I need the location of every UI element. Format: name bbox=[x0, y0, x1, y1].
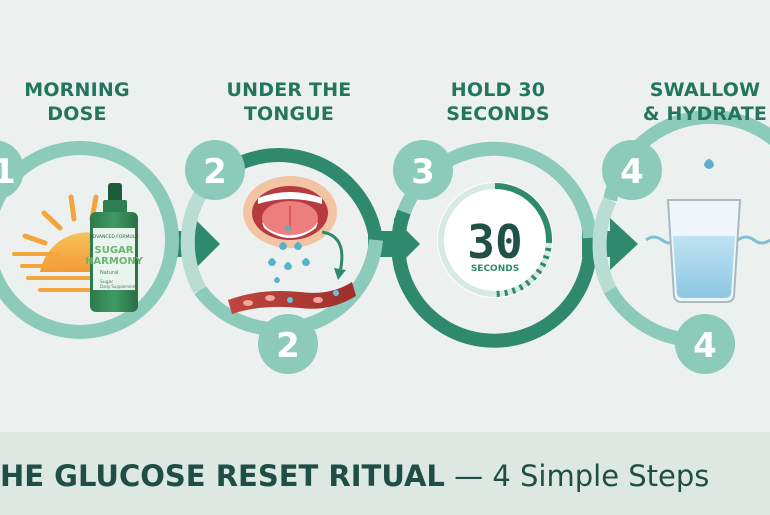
step-1-ring bbox=[0, 141, 179, 339]
bottle-small-2: Daily Supplement bbox=[100, 284, 136, 289]
footer-title-rest: — 4 Simple Steps bbox=[444, 459, 710, 493]
step-4-number: 4 bbox=[620, 152, 644, 192]
bottle-sub: Natural bbox=[100, 270, 118, 276]
step-3-number: 3 bbox=[411, 152, 435, 192]
blood-vessel-icon bbox=[228, 282, 356, 314]
footer-band bbox=[0, 432, 770, 515]
step-1-number: 1 bbox=[0, 152, 16, 192]
step-2-badge: 2 bbox=[185, 140, 245, 200]
step-4-title: SWALLOW & HYDRATE bbox=[620, 78, 770, 126]
steps-illustration: ADVANCED FORMULA SUGAR HARMONY Natural S… bbox=[0, 109, 770, 374]
bottle-name-1: SUGAR bbox=[95, 245, 134, 256]
step-4-secondary-badge: 4 bbox=[675, 314, 735, 374]
footer-title: HE GLUCOSE RESET RITUAL — 4 Simple Steps bbox=[0, 458, 770, 494]
step-3-title-line2: SECONDS bbox=[446, 103, 550, 125]
step-2-secondary-number: 2 bbox=[276, 326, 300, 366]
step-3-title-line1: HOLD 30 bbox=[450, 79, 546, 101]
step-1-badge: 1 bbox=[0, 140, 24, 200]
step-3-title: HOLD 30 SECONDS bbox=[413, 78, 583, 126]
dropper-bottle: ADVANCED FORMULA SUGAR HARMONY Natural S… bbox=[85, 183, 144, 312]
timer-value: 30 bbox=[467, 215, 522, 269]
step-2-number: 2 bbox=[203, 152, 227, 192]
step-2-title-line1: UNDER THE bbox=[226, 79, 352, 101]
step-4-title-line2: & HYDRATE bbox=[642, 103, 768, 125]
step-1-title: MORNING DOSE bbox=[0, 78, 162, 126]
bottle-name-2: HARMONY bbox=[85, 256, 144, 267]
step-4-secondary-number: 4 bbox=[693, 326, 717, 366]
step-3-badge: 3 bbox=[393, 140, 453, 200]
step-4-badge: 4 bbox=[602, 140, 662, 200]
bottle-small-1: Sugar bbox=[100, 279, 113, 285]
step-2-title: UNDER THE TONGUE bbox=[204, 78, 374, 126]
step-1-title-line2: DOSE bbox=[47, 103, 107, 125]
step-4-title-line1: SWALLOW bbox=[649, 79, 761, 101]
step-2-title-line2: TONGUE bbox=[243, 103, 335, 125]
timer-icon: 30 SECONDS bbox=[437, 182, 553, 298]
mouth-tongue-icon bbox=[243, 176, 346, 283]
water-glass-icon bbox=[645, 159, 770, 303]
step-2-secondary-badge: 2 bbox=[258, 314, 318, 374]
footer-title-bold: HE GLUCOSE RESET RITUAL bbox=[0, 459, 445, 493]
bottle-brand-top: ADVANCED FORMULA bbox=[90, 234, 140, 240]
step-1-title-line1: MORNING bbox=[24, 79, 130, 101]
timer-unit: SECONDS bbox=[471, 264, 519, 274]
